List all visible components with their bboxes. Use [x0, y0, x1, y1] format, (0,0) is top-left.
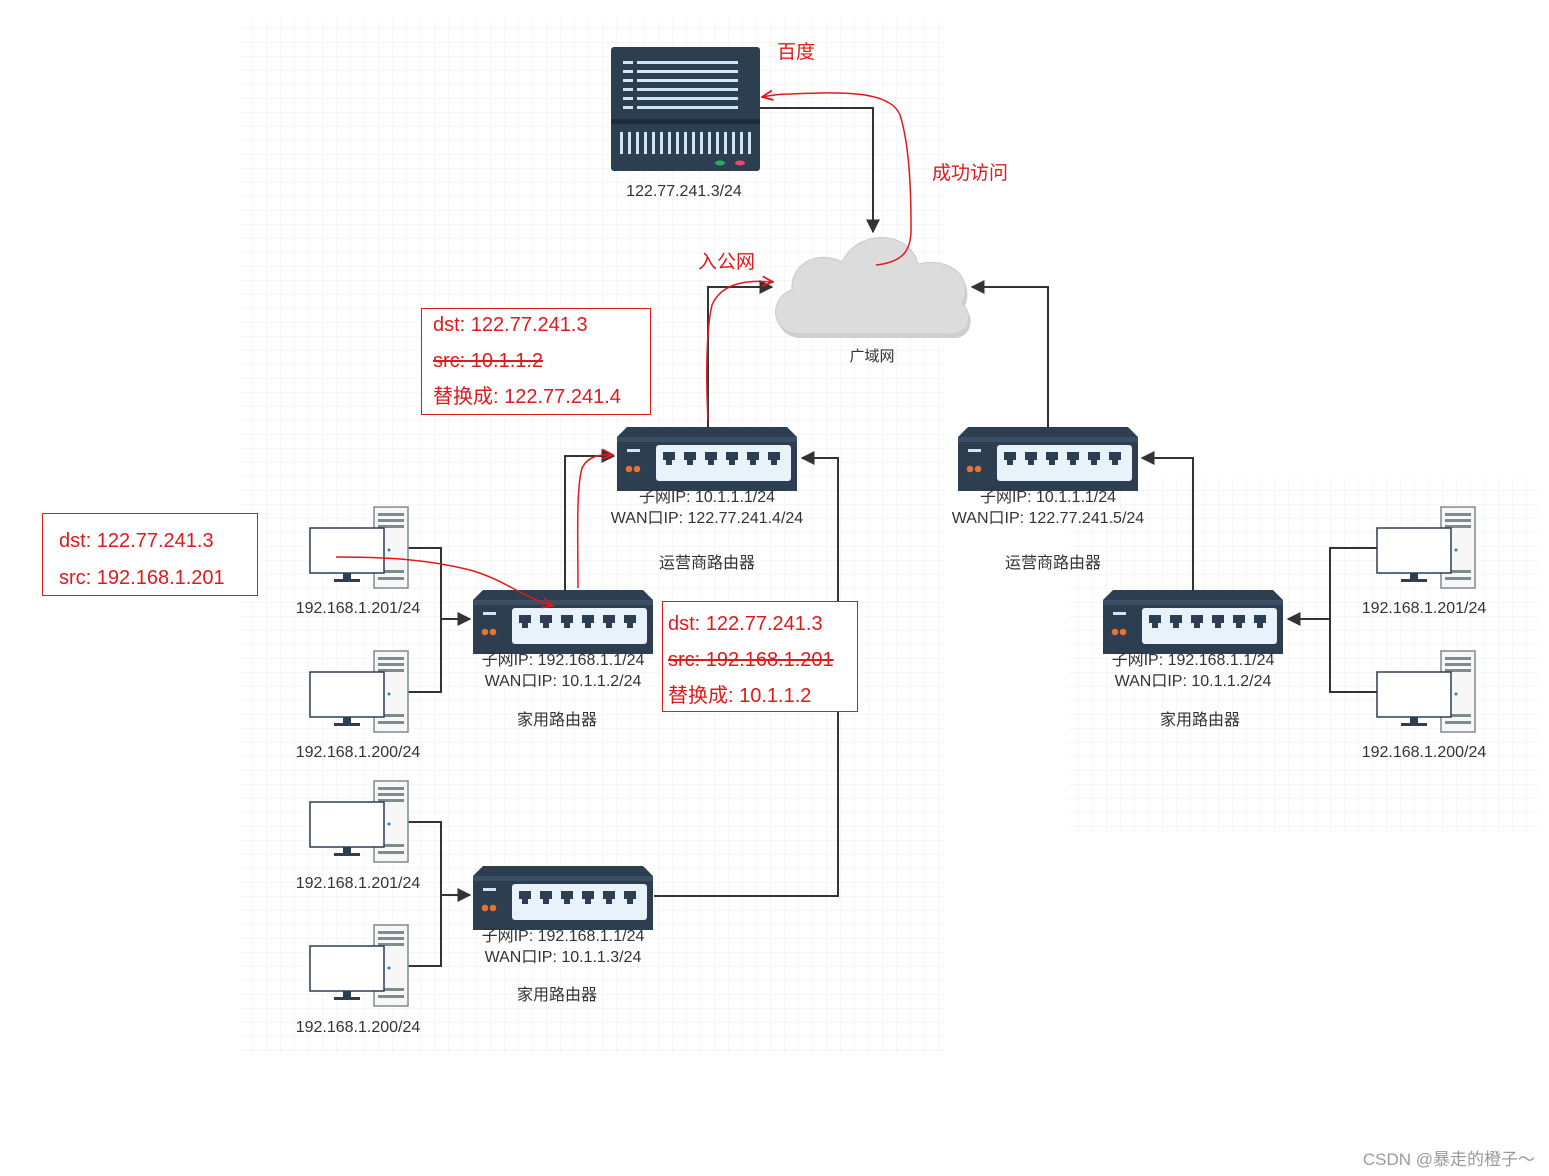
home-router-left2-icon	[473, 866, 653, 930]
home-left1-subnet: 子网IP: 192.168.1.1/24	[481, 652, 645, 669]
home-router-left1-icon	[473, 590, 653, 654]
isp-right-wan: WAN口IP: 122.77.241.5/24	[951, 510, 1145, 527]
home-left2-label: 家用路由器	[516, 987, 598, 1004]
home-left2-wan: WAN口IP: 10.1.1.3/24	[484, 949, 642, 966]
pc-right-a-ip: 192.168.1.201/24	[1361, 600, 1487, 617]
packet-box-home: dst: 122.77.241.3 src: 192.168.1.201 替换成…	[662, 601, 858, 712]
server-ip-label: 122.77.241.3/24	[626, 183, 742, 200]
packet-pc-src: src: 192.168.1.201	[59, 567, 225, 589]
isp-router-left-icon	[617, 427, 797, 491]
packet-isp-dst: dst: 122.77.241.3	[433, 314, 588, 336]
packet-box-isp: dst: 122.77.241.3 src: 10.1.1.2 替换成: 122…	[421, 308, 651, 415]
home-right-subnet: 子网IP: 192.168.1.1/24	[1111, 652, 1275, 669]
isp-right-label: 运营商路由器	[1004, 555, 1102, 572]
home-left1-wan: WAN口IP: 10.1.1.2/24	[484, 673, 642, 690]
packet-path-red	[335, 93, 912, 606]
watermark: CSDN @暴走的橙子～	[1362, 1150, 1535, 1169]
pc-left2-b-ip: 192.168.1.200/24	[295, 1019, 421, 1036]
server-name-label: 百度	[777, 42, 816, 63]
home-router-right-icon	[1103, 590, 1283, 654]
pc-left1-a-ip: 192.168.1.201/24	[295, 600, 421, 617]
pc-left1-b-ip: 192.168.1.200/24	[295, 744, 421, 761]
packet-home-dst: dst: 122.77.241.3	[668, 613, 823, 635]
home-right-wan: WAN口IP: 10.1.1.2/24	[1114, 673, 1272, 690]
isp-router-right-icon	[958, 427, 1138, 491]
pc-left2-a-ip: 192.168.1.201/24	[295, 875, 421, 892]
success-annotation: 成功访问	[932, 163, 1009, 184]
wan-cloud-icon	[775, 237, 971, 339]
cloud-label: 广域网	[849, 348, 895, 365]
server-icon	[611, 47, 760, 171]
home-left2-subnet: 子网IP: 192.168.1.1/24	[481, 928, 645, 945]
pc-right-b-ip: 192.168.1.200/24	[1361, 744, 1487, 761]
isp-left-label: 运营商路由器	[658, 555, 756, 572]
isp-left-wan: WAN口IP: 122.77.241.4/24	[610, 510, 804, 527]
packet-isp-replace: 替换成: 122.77.241.4	[433, 386, 621, 408]
enter-wan-annotation: 入公网	[698, 252, 756, 273]
isp-left-subnet: 子网IP: 10.1.1.1/24	[638, 489, 776, 506]
packet-box-pc: dst: 122.77.241.3 src: 192.168.1.201	[42, 513, 258, 596]
packet-pc-dst: dst: 122.77.241.3	[59, 530, 214, 552]
home-left1-label: 家用路由器	[516, 712, 598, 729]
packet-isp-src: src: 10.1.1.2	[433, 350, 544, 372]
home-right-label: 家用路由器	[1159, 712, 1241, 729]
isp-right-subnet: 子网IP: 10.1.1.1/24	[979, 489, 1117, 506]
packet-home-replace: 替换成: 10.1.1.2	[668, 685, 812, 707]
packet-home-src: src: 192.168.1.201	[668, 649, 834, 671]
